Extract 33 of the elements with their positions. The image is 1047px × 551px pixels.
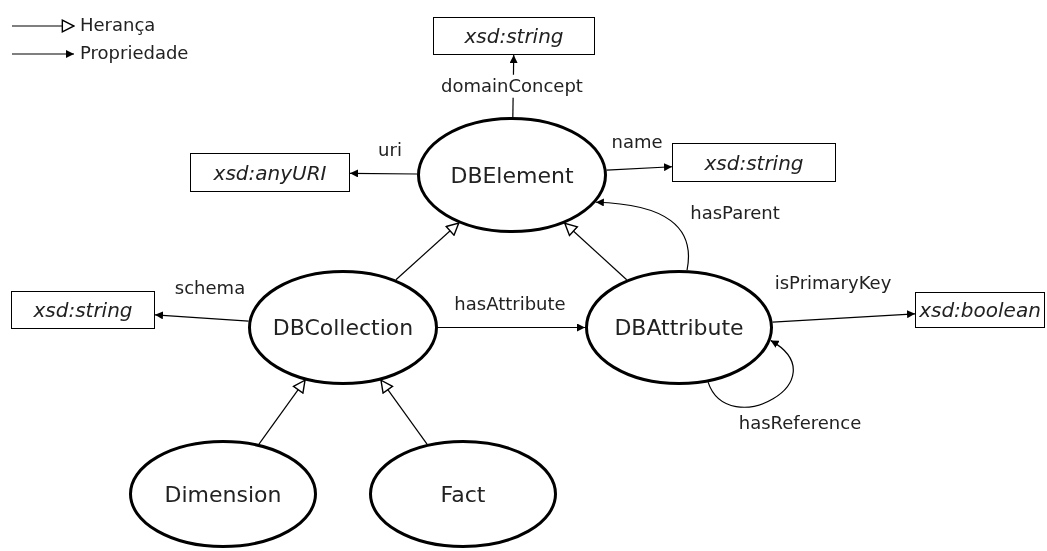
datatype-box xyxy=(11,291,155,329)
property-arrow xyxy=(437,323,586,332)
property-arrow xyxy=(772,310,916,323)
legend-text: Propriedade xyxy=(80,44,189,62)
datatype-box xyxy=(190,153,350,192)
node-label: Fact xyxy=(440,480,486,509)
inheritance-arrow xyxy=(564,222,628,281)
node-label: xsd:anyURI xyxy=(213,159,327,187)
node-label: xsd:string xyxy=(33,297,133,324)
property-arrow xyxy=(707,339,794,408)
node-label: xsd:string xyxy=(464,23,564,50)
datatype-box xyxy=(433,17,595,55)
node-label: DBAttribute xyxy=(614,314,744,342)
edge-label: domainConcept xyxy=(439,74,585,98)
datatype-box xyxy=(672,143,836,182)
inheritance-arrow xyxy=(258,379,306,445)
node-label: DBCollection xyxy=(272,314,414,342)
class-ellipse xyxy=(369,440,557,548)
node-label: xsd:string xyxy=(704,149,804,177)
node-label: Dimension xyxy=(164,480,282,509)
class-ellipse xyxy=(248,270,438,385)
class-ellipse xyxy=(129,440,317,548)
legend-text: Herança xyxy=(80,16,156,34)
inheritance-arrow xyxy=(395,222,460,281)
property-arrow xyxy=(154,311,250,322)
property-arrow xyxy=(606,163,673,172)
class-ellipse xyxy=(585,270,773,385)
node-label: DBElement xyxy=(450,161,574,190)
property-arrow xyxy=(595,198,689,271)
property-arrow xyxy=(349,169,418,178)
class-ellipse xyxy=(417,117,607,233)
node-label: xsd:boolean xyxy=(919,297,1041,324)
inheritance-arrow xyxy=(380,379,428,445)
